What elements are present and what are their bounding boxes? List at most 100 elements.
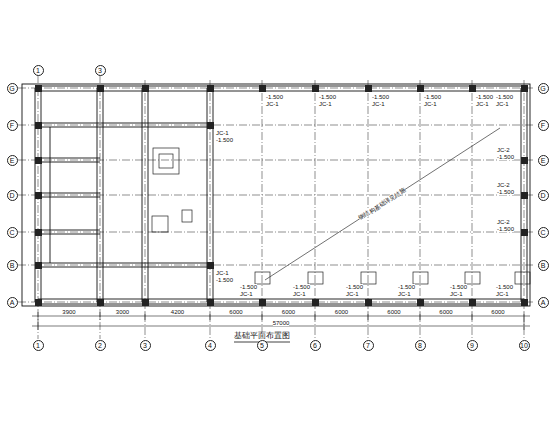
elevation: -1.500 [497, 189, 514, 195]
axis-bubble: E [7, 155, 18, 166]
axis-bubble: 1 [33, 340, 44, 351]
elevation: -1.500 [346, 284, 363, 290]
footing-label: JC-1 [372, 101, 385, 107]
footing-label: JC-1 [240, 291, 253, 297]
axis-number: G [9, 85, 14, 92]
axis-number: 10 [520, 342, 528, 349]
axis-bubble: 3 [140, 340, 151, 351]
axis-bubble: 4 [205, 340, 216, 351]
dimension: 6000 [491, 309, 504, 315]
axis-number: G [540, 85, 545, 92]
axis-number: 2 [98, 342, 102, 349]
elevation: -1.500 [266, 94, 283, 100]
axis-number: 4 [208, 342, 212, 349]
footing-outlines [152, 148, 530, 284]
elevation: -1.500 [496, 94, 513, 100]
axis-number: D [540, 192, 545, 199]
dimension: 4200 [171, 309, 184, 315]
dimension: 57000 [273, 320, 290, 326]
dimension: 3000 [116, 309, 129, 315]
axis-bubble: E [538, 155, 549, 166]
axis-bubble: A [7, 297, 18, 308]
axis-number: A [10, 299, 15, 306]
footing-label: JC-1 [266, 101, 279, 107]
axis-bubble: D [538, 190, 549, 201]
axis-bubble: 5 [257, 340, 268, 351]
footing-label: JC-1 [450, 291, 463, 297]
drawing-title: 基础平面布置图 [234, 332, 290, 340]
footing-label: JC-1 [496, 101, 509, 107]
axis-number: 9 [470, 342, 474, 349]
axis-bubble: 2 [95, 340, 106, 351]
axis-number: F [10, 122, 14, 129]
axis-bubble: A [538, 297, 549, 308]
axis-bubble: 10 [519, 340, 530, 351]
dimension: 6000 [387, 309, 400, 315]
axis-bubble: 6 [310, 340, 321, 351]
axis-number: D [9, 192, 14, 199]
column-pads [35, 85, 528, 306]
axis-bubble: C [7, 227, 18, 238]
elevation: -1.500 [293, 284, 310, 290]
axis-bubble: C [538, 227, 549, 238]
elevation: -1.500 [240, 284, 257, 290]
footing-label: JC-1 [476, 101, 489, 107]
axis-number: A [541, 299, 546, 306]
elevation: -1.500 [216, 277, 233, 283]
dimension: 6000 [335, 309, 348, 315]
axis-bubble: 8 [415, 340, 426, 351]
dimension: 3900 [62, 309, 75, 315]
axis-number: E [541, 157, 546, 164]
axis-bubble: G [538, 83, 549, 94]
footing-label: JC-1 [424, 101, 437, 107]
axis-bubble: 7 [363, 340, 374, 351]
footing-label: JC-1 [216, 270, 229, 276]
axis-number: F [541, 122, 545, 129]
axis-number: 3 [143, 342, 147, 349]
footing-label: JC-2 [497, 147, 510, 153]
elevation: -1.500 [424, 94, 441, 100]
dimension: 6000 [282, 309, 295, 315]
axis-bubble: B [7, 260, 18, 271]
ground-beams [22, 84, 530, 306]
axis-number: 6 [313, 342, 317, 349]
axis-bubble: F [538, 120, 549, 131]
axis-number: 1 [36, 342, 40, 349]
elevation: -1.500 [319, 94, 336, 100]
axis-bubble: F [7, 120, 18, 131]
axis-number: 5 [260, 342, 264, 349]
footing-label: JC-1 [496, 291, 509, 297]
elevation: -1.500 [497, 154, 514, 160]
dimension: 6000 [229, 309, 242, 315]
elevation: -1.500 [496, 284, 513, 290]
elevation: -1.500 [476, 94, 493, 100]
dimension: 6000 [439, 309, 452, 315]
axis-number: E [10, 157, 15, 164]
axis-bubble: 9 [467, 340, 478, 351]
axis-bubble: B [538, 260, 549, 271]
elevation: -1.500 [497, 226, 514, 232]
elevation: -1.500 [372, 94, 389, 100]
axis-bubble: G [7, 83, 18, 94]
footing-label: JC-1 [293, 291, 306, 297]
elevation: -1.500 [216, 137, 233, 143]
axis-lines [18, 75, 535, 339]
axis-number: B [10, 262, 15, 269]
footing-label: JC-1 [216, 130, 229, 136]
elevation: -1.500 [450, 284, 467, 290]
leader-line [265, 128, 500, 280]
note: 钢结构基础详见结施 [358, 187, 407, 221]
axis-number: C [540, 229, 545, 236]
axis-number: 1 [36, 67, 40, 74]
footing-label: JC-2 [497, 219, 510, 225]
axis-bubble: 3 [95, 65, 106, 76]
footing-label: JC-2 [497, 182, 510, 188]
footing-label: JC-1 [346, 291, 359, 297]
footing-label: JC-1 [398, 291, 411, 297]
axis-number: 7 [366, 342, 370, 349]
axis-number: B [541, 262, 546, 269]
axis-bubble: 1 [33, 65, 44, 76]
axis-number: 8 [418, 342, 422, 349]
footing-label: JC-1 [319, 101, 332, 107]
